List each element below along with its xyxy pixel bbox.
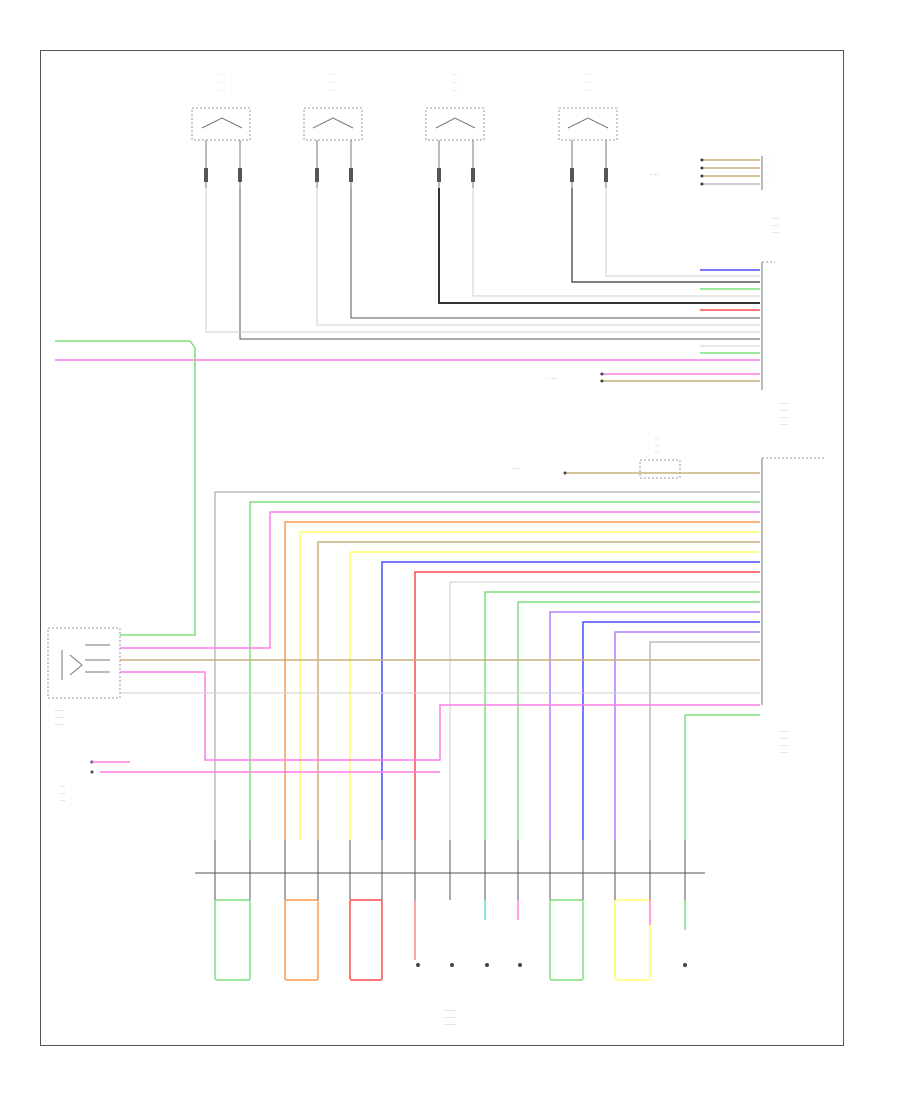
svg-text:· · ·: · · · [219, 80, 225, 85]
svg-text:······: ······ [780, 750, 788, 755]
svg-text:·····: ····· [772, 216, 779, 221]
svg-text:·· ··· ·: ·· ··· · [650, 172, 660, 177]
svg-text:······: ······ [780, 422, 788, 427]
svg-text:····: ···· [60, 791, 65, 796]
svg-text:· · ·: · · · [452, 72, 458, 77]
middle-right-module: ······ ······ ······ ······ [761, 261, 788, 427]
svg-text:··: ·· [766, 180, 769, 185]
svg-text:·········: ········· [444, 1022, 456, 1027]
svg-text:···: ··· [655, 436, 659, 441]
right-lower-module: ·· ··· ··· ··· ··· ······ ······ ······ … [512, 436, 825, 755]
svg-text:······: ······ [780, 408, 788, 413]
svg-text:···: ··· [655, 443, 659, 448]
bottom-module: ········· ········· ········· [195, 840, 705, 1027]
svg-text:·········: ········· [444, 1015, 456, 1020]
left-lower-module: ···· ···· ···· [60, 760, 130, 803]
svg-text:·····: ····· [772, 223, 779, 228]
sensor-4: · · · · · · · · · [558, 72, 618, 188]
bus-wires [100, 491, 760, 840]
svg-text:···: ··· [655, 450, 659, 455]
svg-text:· · ·: · · · [330, 72, 336, 77]
svg-text:·····: ····· [772, 230, 779, 235]
svg-text:· · ·: · · · [219, 88, 225, 93]
diagram-frame [40, 50, 844, 1046]
sensor-group: · · · · · · · · · · · · · · · · · · · · … [191, 72, 618, 188]
svg-text:· · ·: · · · [330, 80, 336, 85]
svg-text:· · ·: · · · [585, 80, 591, 85]
svg-text:· · ·: · · · [452, 88, 458, 93]
svg-text:······: ······ [780, 743, 788, 748]
svg-text:· · ·: · · · [219, 72, 225, 77]
svg-text:····: ···· [60, 784, 65, 789]
upper-right-module: ·· ··· · ·· ·· ·· ·· ····· ····· ····· [650, 156, 779, 235]
svg-text:·······: ······· [55, 715, 64, 720]
sensor-wires: ·· ··· · [55, 188, 760, 636]
svg-text:······: ······ [780, 401, 788, 406]
svg-text:······: ······ [780, 415, 788, 420]
svg-text:·· ···: ·· ··· [512, 466, 520, 471]
left-switch-module: ······· ······· ······· [47, 627, 121, 727]
sensor-1: · · · · · · · · · [191, 72, 251, 188]
svg-text:· · ·: · · · [452, 80, 458, 85]
svg-text:··: ·· [766, 172, 769, 177]
svg-text:· · ·: · · · [585, 88, 591, 93]
svg-text:······: ······ [780, 736, 788, 741]
sensor-2: · · · · · · · · · [303, 72, 363, 188]
svg-text:······: ······ [780, 729, 788, 734]
svg-text:··: ·· [766, 164, 769, 169]
svg-text:·······: ······· [55, 722, 64, 727]
svg-text:·· ··· ·: ·· ··· · [548, 376, 558, 381]
sensor-3: · · · · · · · · · [425, 72, 485, 188]
svg-text:··: ·· [766, 156, 769, 161]
svg-text:· · ·: · · · [585, 72, 591, 77]
svg-text:·······: ······· [55, 708, 64, 713]
svg-text:····: ···· [60, 798, 65, 803]
svg-text:· · ·: · · · [330, 88, 336, 93]
svg-text:·········: ········· [444, 1008, 456, 1013]
